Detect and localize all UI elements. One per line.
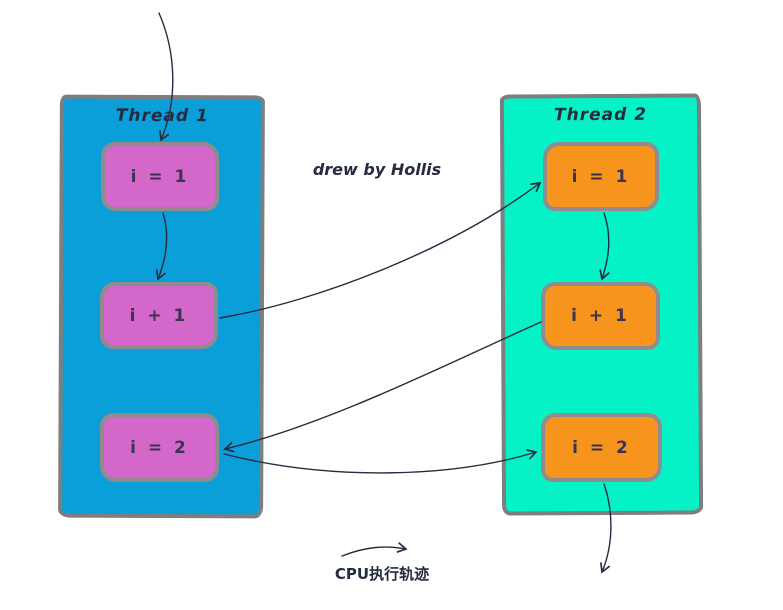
- thread1-step-i-plus-1: i + 1: [100, 282, 218, 349]
- thread2-step-i-plus-1: i + 1: [541, 282, 660, 350]
- thread1-title: Thread 1: [115, 105, 209, 127]
- legend-label: CPU执行轨迹: [334, 565, 430, 583]
- attribution-text: drew by Hollis: [312, 160, 442, 179]
- arrow-thread1-iplus-to-thread2-i1: [219, 181, 542, 319]
- thread1-step-i-equals-1: i = 1: [101, 142, 219, 211]
- arrow-legend-sample: [341, 542, 408, 557]
- arrow-thread1-i2-to-thread2-i2: [223, 449, 538, 474]
- arrow-thread2-iplus-to-thread1-i2: [223, 321, 542, 453]
- thread2-step-i-equals-1: i = 1: [543, 142, 659, 211]
- thread1-step-i-equals-2: i = 2: [100, 413, 219, 482]
- thread2-step-i-equals-2: i = 2: [541, 413, 662, 482]
- thread2-title: Thread 2: [553, 104, 648, 126]
